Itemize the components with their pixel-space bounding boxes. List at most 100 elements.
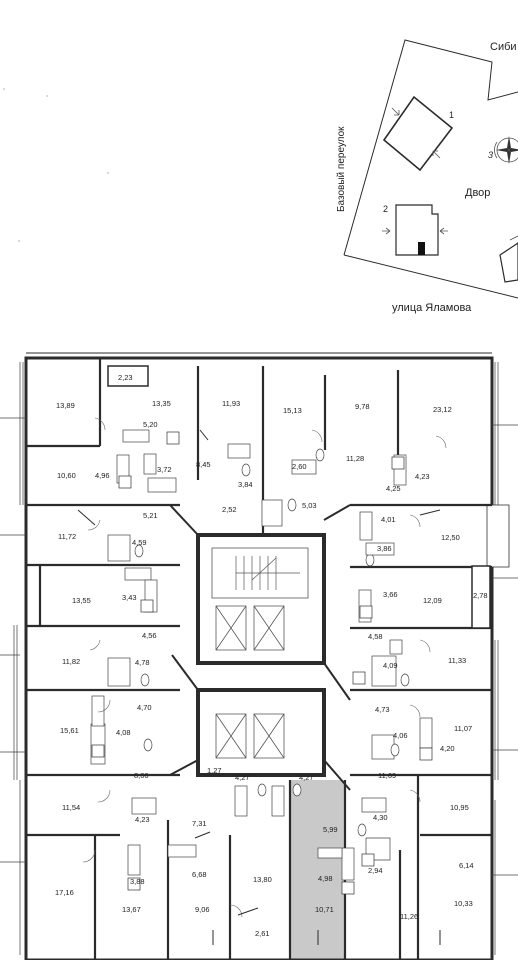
room-area-label: 9,78 — [355, 402, 370, 411]
room-area-label: 4,59 — [132, 538, 147, 547]
bathtub-icon — [167, 844, 197, 858]
room-area-label: 7,31 — [192, 819, 207, 828]
room-area-label: 15,61 — [60, 726, 79, 735]
interior-walls — [26, 358, 492, 960]
balcony — [471, 565, 491, 629]
room-area-label: 11,28 — [346, 454, 364, 463]
room-area-labels: 2,23 13,89 13,35 11,93 15,13 9,78 23,12 … — [55, 373, 488, 938]
room-area-label: 15,13 — [283, 406, 302, 415]
site-boundary — [343, 39, 518, 256]
room-area-label: 8,06 — [134, 771, 149, 780]
door-arcs — [82, 417, 447, 918]
shower-icon — [227, 443, 251, 459]
room-area-label: 23,12 — [433, 405, 452, 414]
dimension-ticks — [0, 417, 518, 876]
toilet-icon — [241, 463, 251, 477]
building-2-label: 2 — [383, 204, 388, 214]
floor-plan: 2,23 13,89 13,35 11,93 15,13 9,78 23,12 … — [0, 352, 518, 962]
kitchen-counter — [359, 511, 373, 541]
kitchen-counter — [124, 567, 152, 581]
left-window-strips — [13, 362, 24, 955]
toilet-icon — [257, 783, 267, 797]
room-area-label: 2,61 — [255, 929, 270, 938]
room-area-label: 4,98 — [318, 874, 333, 883]
room-area-label: 4,78 — [135, 658, 150, 667]
room-area-label: 10,33 — [454, 899, 473, 908]
sink-icon — [122, 429, 150, 443]
toilet-icon — [134, 544, 144, 558]
room-area-label: 11,54 — [62, 803, 80, 812]
room-area-label: 11,07 — [454, 724, 472, 733]
door-leaves — [77, 429, 441, 916]
courtyard-label: Двор — [465, 187, 490, 199]
room-area-label: 2,23 — [118, 373, 133, 382]
room-area-label: 12,09 — [423, 596, 442, 605]
ventilation-markers — [91, 431, 433, 895]
room-area-label: 4,56 — [142, 631, 157, 640]
room-area-label: 13,35 — [152, 399, 171, 408]
bathtub-icon — [261, 499, 283, 527]
site-boundary-bottom — [343, 254, 518, 299]
room-area-label: 11,33 — [448, 656, 466, 665]
room-area-label: 4,08 — [116, 728, 131, 737]
stair-shaft — [211, 547, 309, 599]
room-area-label: 12,50 — [441, 533, 460, 542]
room-area-label: 2,78 — [473, 591, 488, 600]
elevator-icon — [215, 605, 285, 759]
street-top-label: Сиби — [490, 41, 517, 53]
building-1-label: 1 — [449, 110, 454, 120]
bathtub-icon — [361, 797, 387, 813]
bathtub-icon — [147, 477, 177, 493]
room-area-label: 4,30 — [373, 813, 388, 822]
building-2-marker — [418, 242, 425, 255]
room-area-label: 2,60 — [292, 462, 307, 471]
room-area-label: 4,58 — [368, 632, 383, 641]
room-area-label: 5,21 — [143, 511, 158, 520]
toilet-icon — [357, 823, 367, 837]
bathtub-icon — [131, 797, 157, 815]
street-left-label: Базовый переулок — [336, 126, 347, 212]
kitchen-counter — [91, 695, 105, 727]
bottom-door-marks — [212, 930, 441, 945]
room-area-label: 4,01 — [381, 515, 396, 524]
street-bottom-label: улица Яламова — [392, 302, 472, 314]
bathtub-icon — [371, 734, 395, 760]
bathtub-icon — [234, 785, 248, 817]
room-area-label: 17,16 — [55, 888, 74, 897]
toilet-icon — [400, 673, 410, 687]
toilet-icon — [292, 783, 302, 797]
building-3-label: 3 — [488, 150, 493, 160]
entrance-arrow-icon — [432, 150, 441, 159]
building-4-outline — [499, 242, 518, 283]
building-2-outline — [395, 204, 439, 256]
entrance-arrow-icon — [439, 227, 448, 235]
room-area-label: 13,89 — [56, 401, 75, 410]
room-area-label: 13,80 — [253, 875, 272, 884]
sink-icon — [143, 453, 157, 475]
room-area-label: 10,95 — [450, 803, 469, 812]
room-area-label: 4,70 — [137, 703, 152, 712]
room-area-label: 13,55 — [72, 596, 91, 605]
stair-icon — [235, 556, 300, 590]
building-1-outline — [382, 95, 454, 172]
balcony — [107, 365, 149, 387]
rotation-arc — [494, 141, 498, 159]
room-area-label: 5,03 — [302, 501, 317, 510]
room-area-label: 5,20 — [143, 420, 158, 429]
room-area-label: 3,88 — [130, 877, 145, 886]
kitchen-counter — [419, 717, 433, 749]
toilet-icon — [365, 553, 375, 567]
toilet-icon — [390, 743, 400, 757]
room-area-label: 4,27 — [299, 773, 314, 782]
room-area-label: 11,82 — [62, 657, 80, 666]
entrance-arrow-icon — [391, 107, 400, 116]
kitchen-counter — [341, 847, 355, 881]
room-area-label: 11,72 — [58, 532, 76, 541]
room-area-label: 3,86 — [377, 544, 392, 553]
room-area-label: 10,60 — [57, 471, 76, 480]
room-area-label: 11,69 — [378, 771, 396, 780]
toilet-icon — [143, 738, 153, 752]
room-area-label: 4,25 — [386, 484, 401, 493]
toilet-icon — [287, 498, 297, 512]
